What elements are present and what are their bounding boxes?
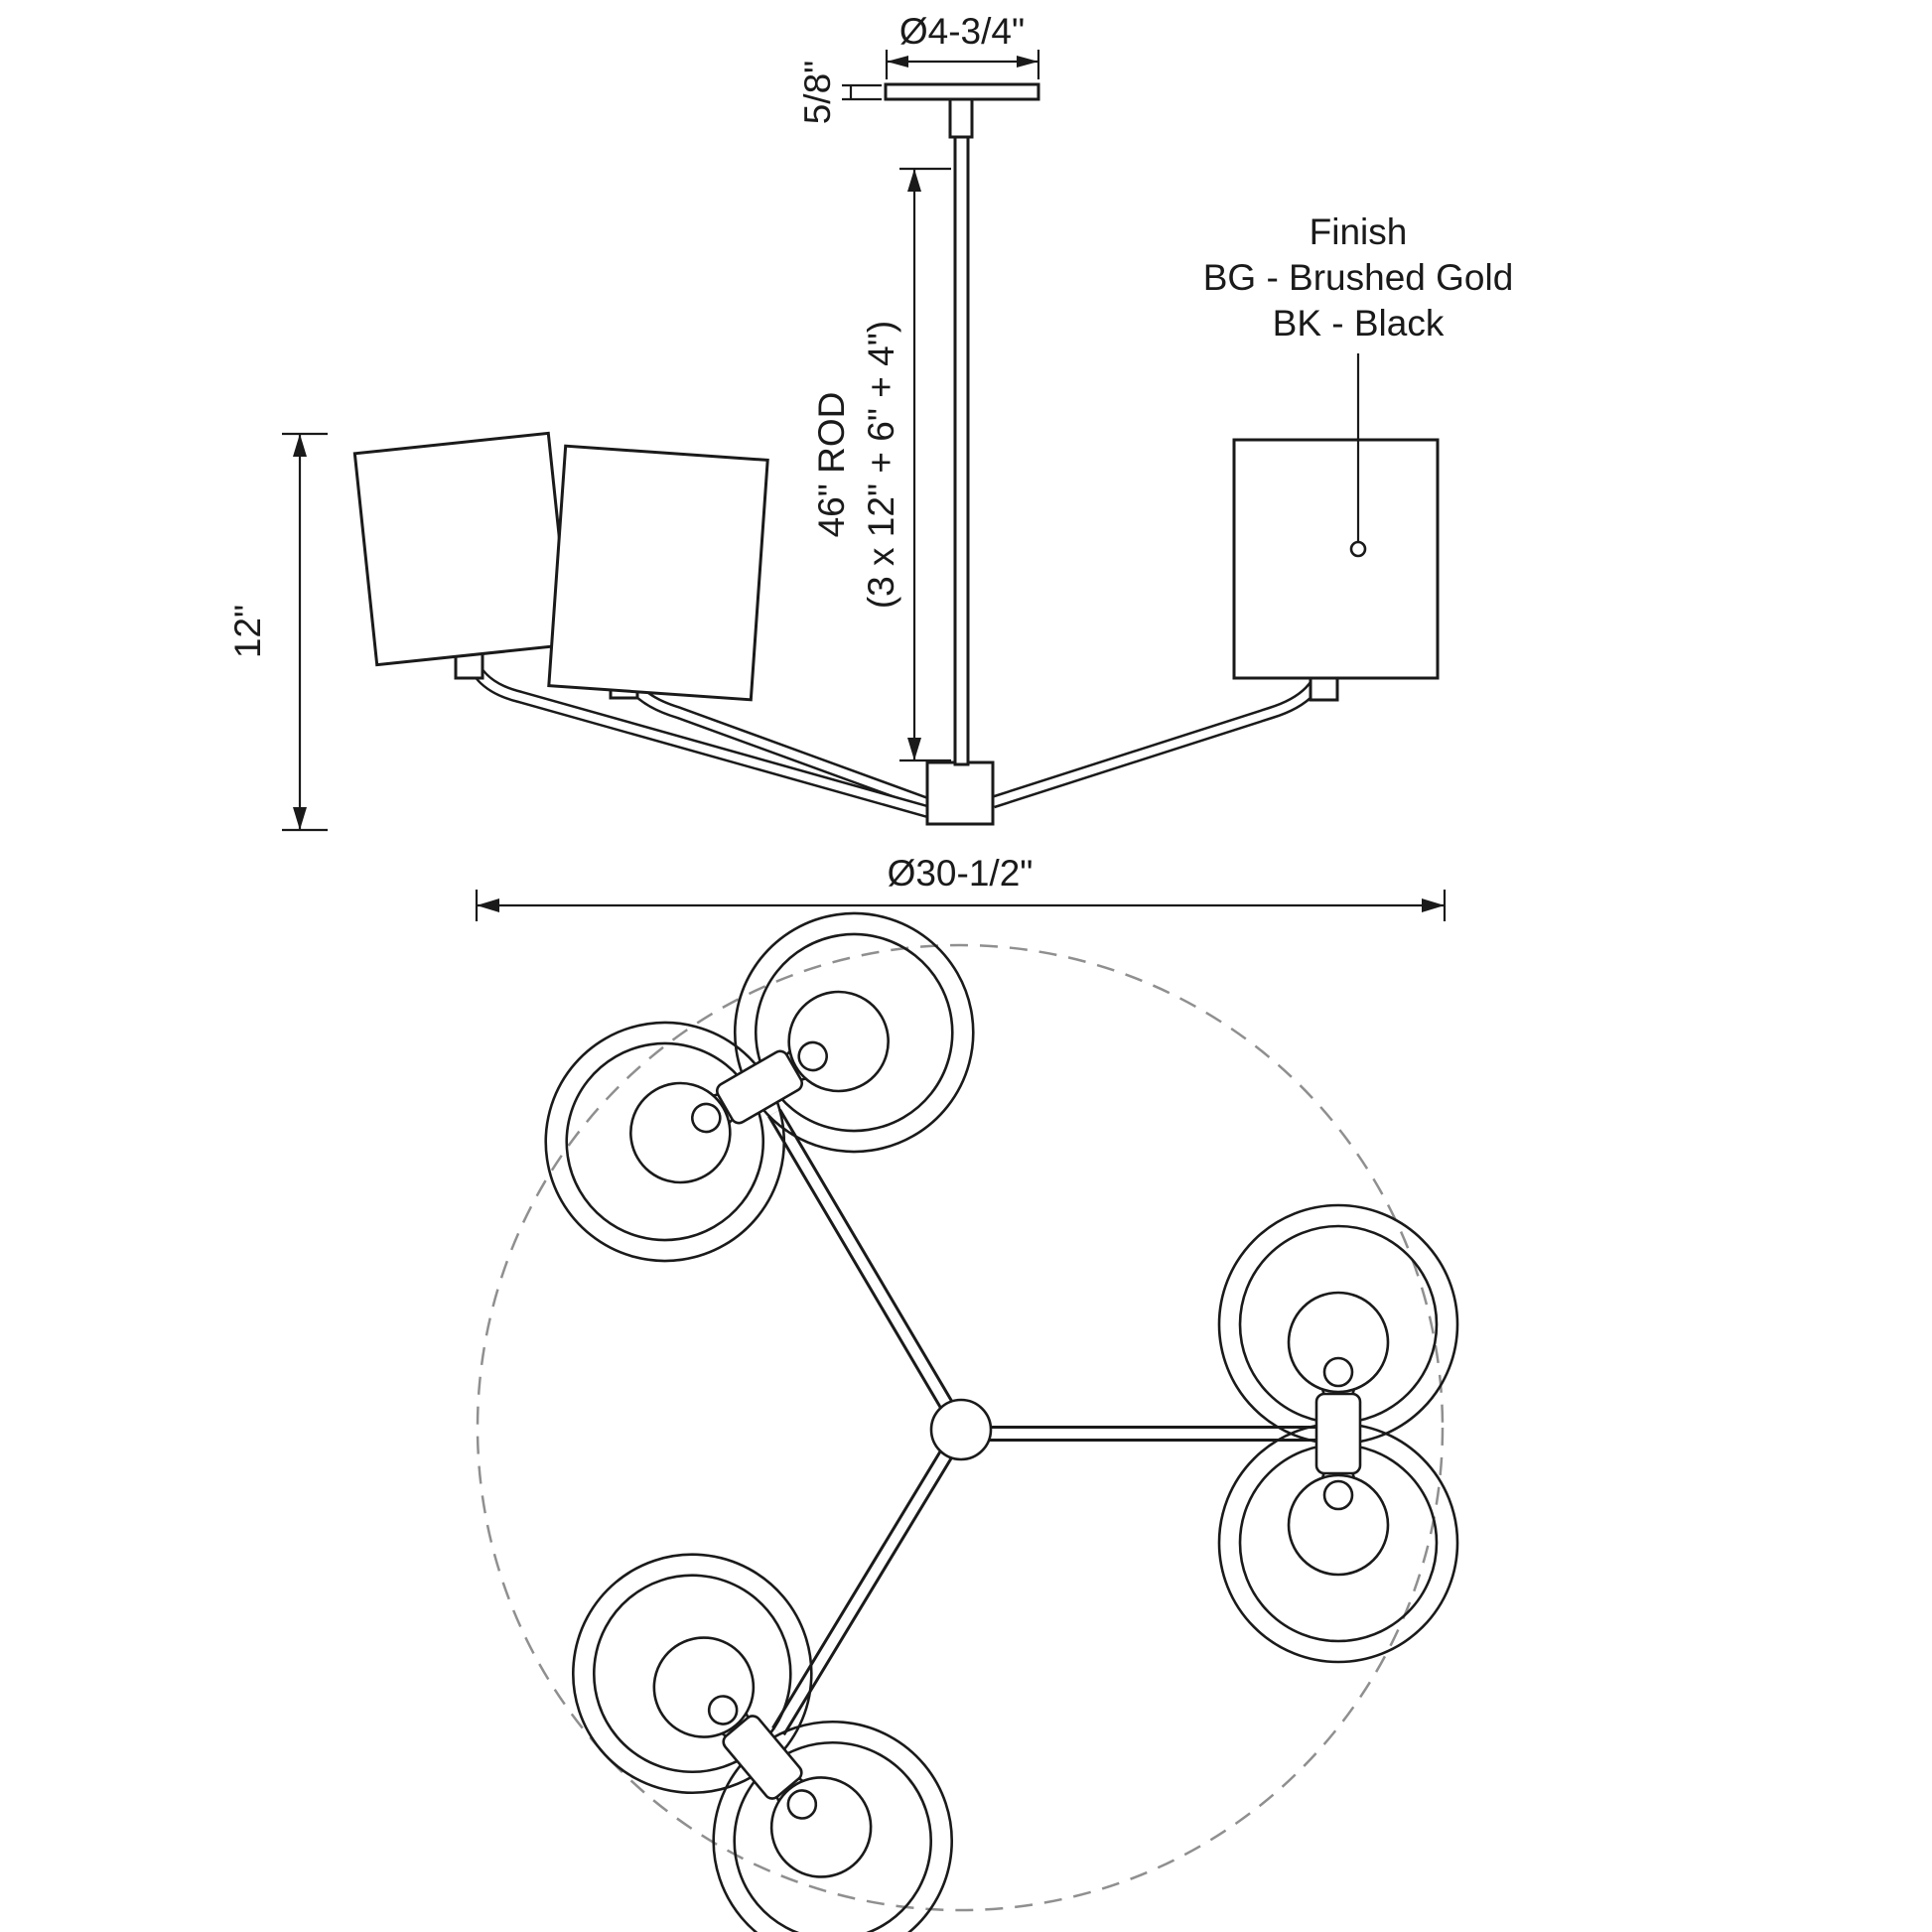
canopy-diameter-dimension: Ø4-3/4"	[885, 11, 1040, 79]
bulb-glass	[1287, 1291, 1390, 1394]
shade-right	[1232, 438, 1440, 680]
shade-assembly-upper-left	[544, 911, 975, 1263]
bulb-base	[1322, 1356, 1354, 1388]
finish-legend: Finish BG - Brushed Gold BK - Black	[1203, 211, 1514, 558]
canopy-stem	[948, 97, 974, 139]
double-socket	[715, 1049, 804, 1125]
arrowhead-left	[887, 56, 908, 68]
center-hub	[925, 760, 995, 826]
bulb-base	[786, 1789, 818, 1820]
canopy-height-dimension: 5/8"	[797, 61, 882, 125]
shade-left-rear	[352, 431, 573, 667]
double-socket	[1314, 1392, 1362, 1475]
bulb-glass	[629, 1081, 732, 1184]
arrowhead-left	[477, 898, 499, 912]
bulb-base	[691, 1102, 722, 1134]
rod-length-dimension: 46" ROD (3 x 12" + 6" + 4")	[811, 167, 951, 762]
center-hub-ball	[929, 1398, 993, 1461]
diameter-reference-circle	[476, 943, 1445, 1912]
canopy-height-label: 5/8"	[797, 61, 838, 125]
arrowhead-right	[1017, 56, 1038, 68]
fixture-diameter-label: Ø30-1/2"	[888, 853, 1034, 894]
bulb-base	[797, 1040, 828, 1072]
downrod	[953, 133, 970, 766]
finish-option-brushed-gold: BG - Brushed Gold	[1203, 257, 1514, 298]
shade-assembly-lower-left	[571, 1553, 954, 1932]
shade-assembly-right	[1217, 1203, 1459, 1664]
finish-option-black: BK - Black	[1273, 303, 1445, 344]
arrowhead-down	[293, 807, 307, 830]
canopy-plate	[884, 82, 1040, 101]
rod-length-label: 46" ROD	[811, 392, 852, 538]
bulb-glass	[652, 1636, 756, 1738]
bulb-base	[1322, 1479, 1354, 1511]
double-socket	[722, 1715, 803, 1800]
side-elevation-view: Ø4-3/4" 5/8" 46" ROD (3 x 12" + 6" + 4")	[227, 11, 1513, 921]
canopy-diameter-label: Ø4-3/4"	[899, 11, 1025, 52]
arrowhead-up	[293, 434, 307, 457]
plan-view	[476, 911, 1459, 1932]
arrowhead-right	[1422, 898, 1445, 912]
fixture-arms-plan	[767, 1108, 1330, 1736]
finish-leader-dot	[1349, 540, 1367, 558]
shade-height-label: 12"	[227, 605, 268, 658]
rod-breakdown-label: (3 x 12" + 6" + 4")	[861, 321, 901, 609]
fixture-diameter-dimension: Ø30-1/2"	[475, 853, 1447, 921]
shade-left-front	[547, 444, 769, 702]
bulb-glass	[769, 1776, 873, 1878]
bulb-glass	[787, 990, 890, 1093]
bulb-base	[707, 1695, 739, 1725]
shade-height-dimension: 12"	[227, 432, 328, 832]
arrowhead-down	[907, 738, 921, 760]
finish-title: Finish	[1310, 211, 1408, 252]
bulb-glass	[1287, 1473, 1390, 1577]
arrowhead-up	[907, 169, 921, 192]
